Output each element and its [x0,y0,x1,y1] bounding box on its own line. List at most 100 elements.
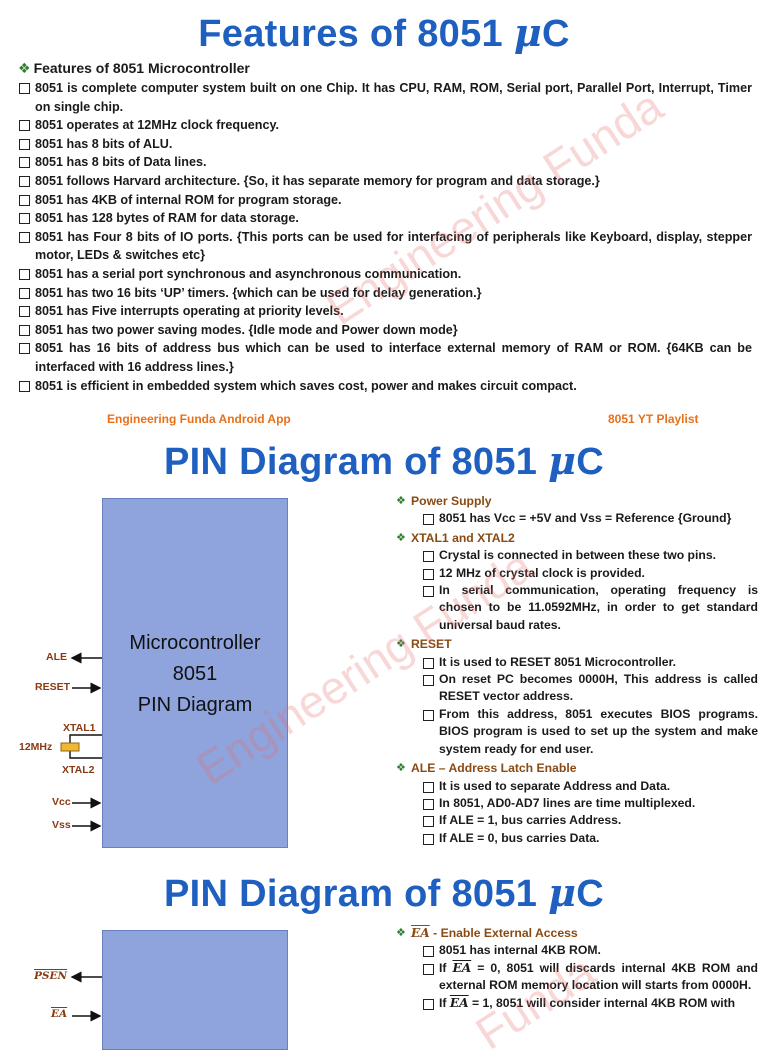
pin-diagram-title: PIN Diagram of 8051 μC [164,438,604,483]
feature-item: 8051 has Four 8 bits of IO ports. {This … [18,228,752,265]
vss-pin-label: Vss [52,819,71,831]
list-item: 8051 has Vcc = +5V and Vss = Reference {… [422,510,758,527]
ea-description-column: ❖EA - Enable External Access 8051 has in… [396,925,758,1014]
checkbox-bullet-icon [423,709,434,721]
checkbox-bullet-icon [19,343,30,355]
checkbox-bullet-icon [423,833,434,845]
diamond-bullet-icon: ❖ [396,762,406,775]
feature-item: 8051 has two power saving modes. {Idle m… [18,321,752,340]
checkbox-bullet-icon [423,514,434,526]
list-item: If EA = 0, 8051 will discards internal 4… [422,960,758,995]
checkbox-bullet-icon [19,380,30,392]
section-list: Crystal is connected in between these tw… [396,547,758,634]
chip-label-line2: 8051 [172,663,218,685]
section-title: ❖RESET [396,636,758,653]
checkbox-bullet-icon [423,551,434,563]
list-item: 12 MHz of crystal clock is provided. [422,565,758,582]
feature-item: 8051 has 16 bits of address bus which ca… [18,339,752,376]
checkbox-bullet-icon [423,998,434,1010]
checkbox-bullet-icon [19,83,30,94]
yt-playlist-link[interactable]: 8051 YT Playlist [608,412,699,426]
section-list: It is used to separate Address and Data.… [396,778,758,848]
xtal1-pin-label: XTAL1 [63,722,96,734]
diamond-bullet-icon: ❖ [396,495,406,507]
vcc-pin-label: Vcc [52,796,71,808]
chip-label: Microcontroller 8051 PIN Diagram [102,628,288,721]
xtal1-line [69,734,102,743]
list-item: Crystal is connected in between these tw… [422,547,758,564]
feature-item: 8051 has 128 bytes of RAM for data stora… [18,209,752,228]
diamond-bullet-icon: ❖ [396,638,406,651]
section-title-ea: ❖EA - Enable External Access [396,925,758,942]
pin-lines [60,652,102,1022]
android-app-link[interactable]: Engineering Funda Android App [107,412,291,426]
feature-item: 8051 has Five interrupts operating at pr… [18,302,752,321]
list-item: It is used to separate Address and Data. [422,778,758,795]
checkbox-bullet-icon [423,963,434,975]
features-section: ❖Features of 8051 Microcontroller 8051 i… [18,60,752,395]
feature-item: 8051 has 8 bits of Data lines. [18,153,752,172]
reset-pin-label: RESET [35,681,71,693]
list-item: It is used to RESET 8051 Microcontroller… [422,654,758,671]
list-item: If ALE = 0, bus carries Data. [422,830,758,847]
checkbox-bullet-icon [19,120,30,132]
checkbox-bullet-icon [19,306,30,318]
feature-item: 8051 operates at 12MHz clock frequency. [18,116,752,135]
feature-item: 8051 has 8 bits of ALU. [18,135,752,154]
ale-pin-label: ALE [46,651,67,663]
features-list: 8051 is complete computer system built o… [18,79,752,395]
feature-item: 8051 has two 16 bits ‘UP’ timers. {which… [18,284,752,303]
section-list: It is used to RESET 8051 Microcontroller… [396,654,758,758]
microcontroller-chip-2 [102,930,288,1050]
list-item: In 8051, AD0-AD7 lines are time multiple… [422,795,758,812]
feature-item: 8051 is efficient in embedded system whi… [18,377,752,396]
list-item: 8051 has internal 4KB ROM. [422,942,758,959]
list-item: From this address, 8051 executes BIOS pr… [422,706,758,758]
diamond-bullet-icon: ❖ [18,60,31,76]
checkbox-bullet-icon [19,268,30,280]
checkbox-bullet-icon [423,657,434,669]
section-title: ❖ALE – Address Latch Enable [396,760,758,777]
checkbox-bullet-icon [423,586,434,598]
checkbox-bullet-icon [423,798,434,810]
pin-diagram-title-2: PIN Diagram of 8051 μC [164,870,604,915]
checkbox-bullet-icon [423,568,434,580]
diamond-bullet-icon: ❖ [396,927,406,939]
diamond-bullet-icon: ❖ [396,531,406,544]
crystal-freq-label: 12MHz [19,741,53,753]
feature-item: 8051 has a serial port synchronous and a… [18,265,752,284]
checkbox-bullet-icon [423,781,434,793]
xtal2-pin-label: XTAL2 [62,764,95,776]
checkbox-bullet-icon [19,175,30,187]
ea-pin-label: EA [51,1008,68,1020]
checkbox-bullet-icon [19,213,30,225]
checkbox-bullet-icon [19,194,30,206]
checkbox-bullet-icon [423,675,434,687]
checkbox-bullet-icon [19,138,30,150]
ea-list: 8051 has internal 4KB ROM. If EA = 0, 80… [396,942,758,1012]
chip-label-line1: Microcontroller [129,632,261,654]
chip-label-line3: PIN Diagram [137,694,253,716]
list-item: If EA = 1, 8051 will consider internal 4… [422,995,758,1012]
feature-item: 8051 follows Harvard architecture. {So, … [18,172,752,191]
checkbox-bullet-icon [19,231,30,243]
feature-item: 8051 has 4KB of internal ROM for program… [18,191,752,210]
checkbox-bullet-icon [19,287,30,299]
psen-pin-label: PSEN [34,970,68,982]
list-item: In serial communication, operating frequ… [422,582,758,634]
checkbox-bullet-icon [19,324,30,336]
microcontroller-chip [102,498,288,848]
features-heading: ❖Features of 8051 Microcontroller [18,60,250,76]
checkbox-bullet-icon [423,946,434,958]
list-item: On reset PC becomes 0000H, This address … [422,671,758,706]
section-title: ❖XTAL1 and XTAL2 [396,530,758,547]
list-item: If ALE = 1, bus carries Address. [422,812,758,829]
crystal-icon [60,742,80,752]
checkbox-bullet-icon [423,816,434,828]
checkbox-bullet-icon [19,157,30,169]
xtal2-line [69,751,102,759]
section-title: ❖Power Supply [396,493,758,510]
feature-item: 8051 is complete computer system built o… [18,79,752,116]
section-list: 8051 has Vcc = +5V and Vss = Reference {… [396,510,758,527]
